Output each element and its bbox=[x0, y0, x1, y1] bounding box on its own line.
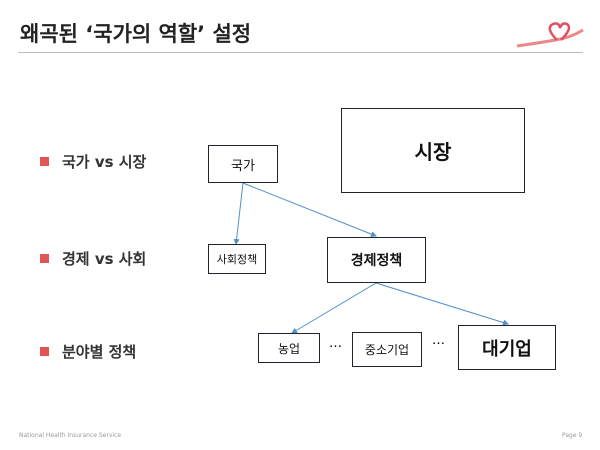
title-divider bbox=[18, 52, 583, 53]
ribbon-heart-logo bbox=[516, 22, 584, 48]
box-large-enterprise: 대기업 bbox=[458, 325, 556, 370]
bullet-icon bbox=[40, 157, 49, 166]
box-sme: 중소기업 bbox=[352, 332, 422, 367]
page-number: Page 9 bbox=[562, 432, 583, 439]
ellipsis: … bbox=[329, 336, 342, 351]
box-economic-policy: 경제정책 bbox=[327, 237, 426, 283]
bullet-icon bbox=[40, 347, 49, 356]
bullet-icon bbox=[40, 254, 49, 263]
arrow-economic-to-large bbox=[375, 282, 509, 326]
arrow-state-to-economic bbox=[242, 182, 377, 237]
box-social-policy: 사회정책 bbox=[208, 244, 266, 274]
box-agriculture: 농업 bbox=[258, 333, 320, 363]
bullet-state-vs-market: 국가 vs 시장 bbox=[62, 153, 147, 171]
box-state: 국가 bbox=[208, 145, 278, 183]
slide-title: 왜곡된 ‘국가의 역할’ 설정 bbox=[20, 22, 252, 46]
footer-organization: National Health Insurance Service bbox=[19, 432, 122, 439]
bullet-sector-policy: 분야별 정책 bbox=[62, 343, 137, 361]
bullet-economy-vs-society: 경제 vs 사회 bbox=[62, 250, 147, 268]
ellipsis: … bbox=[432, 333, 445, 348]
arrow-state-to-social bbox=[233, 182, 244, 245]
box-market: 시장 bbox=[341, 108, 525, 193]
arrow-economic-to-agri bbox=[291, 282, 377, 334]
